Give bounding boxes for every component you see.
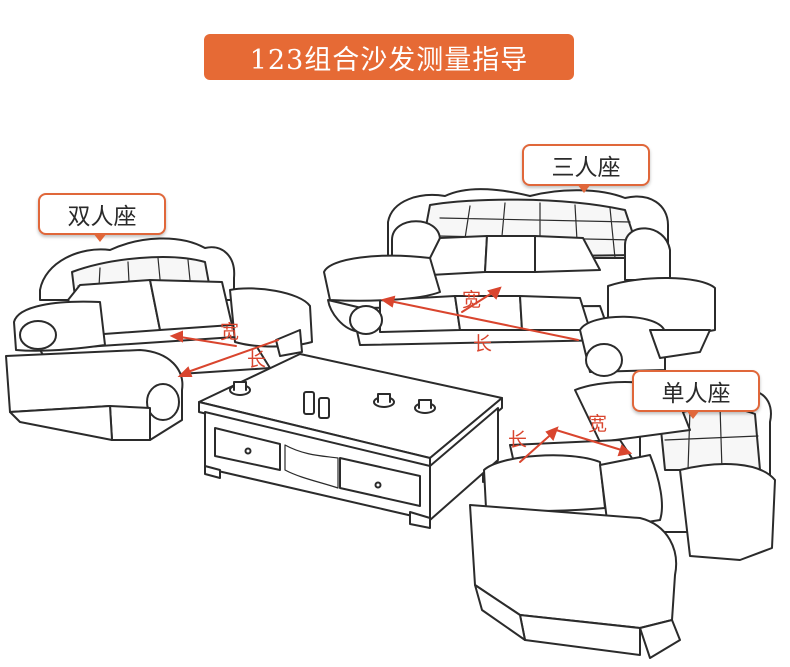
double-width-line (173, 335, 237, 347)
double-length-arrowhead (177, 366, 193, 377)
double-length-line (181, 339, 279, 375)
double-length-label: 长 (247, 349, 266, 371)
callout-triple-seat-tail (577, 184, 591, 193)
callout-triple-seat: 三人座 (522, 144, 650, 186)
triple-width-label: 宽 (462, 289, 481, 311)
triple-sofa (323, 188, 716, 377)
label-double-seat: 双人座 (67, 204, 137, 230)
double-width-label: 宽 (220, 321, 239, 343)
title-banner: 123组合沙发测量指导 (204, 34, 574, 80)
triple-length-arrowhead (380, 295, 396, 308)
single-length-label: 长 (508, 429, 527, 451)
callout-double-seat: 双人座 (38, 193, 166, 235)
coffee-table (198, 353, 503, 529)
single-width-label: 宽 (588, 413, 607, 435)
triple-length-label: 长 (473, 333, 492, 355)
label-single-seat: 单人座 (661, 381, 731, 407)
single-sofa (469, 381, 776, 659)
triple-length-line (384, 299, 579, 341)
label-triple-seat: 三人座 (551, 155, 621, 181)
single-length-arrowhead (545, 426, 559, 441)
double-sofa (5, 237, 313, 441)
page-title: 123组合沙发测量指导 (249, 44, 529, 76)
single-width-arrowhead (617, 444, 633, 457)
callout-single-seat: 单人座 (632, 370, 760, 412)
single-width-line (555, 429, 629, 453)
callout-single-seat-tail (686, 410, 700, 419)
double-width-arrowhead (169, 330, 183, 343)
callout-double-seat-tail (93, 233, 107, 242)
triple-width-arrowhead (487, 286, 502, 300)
measurement-lines (169, 286, 633, 463)
